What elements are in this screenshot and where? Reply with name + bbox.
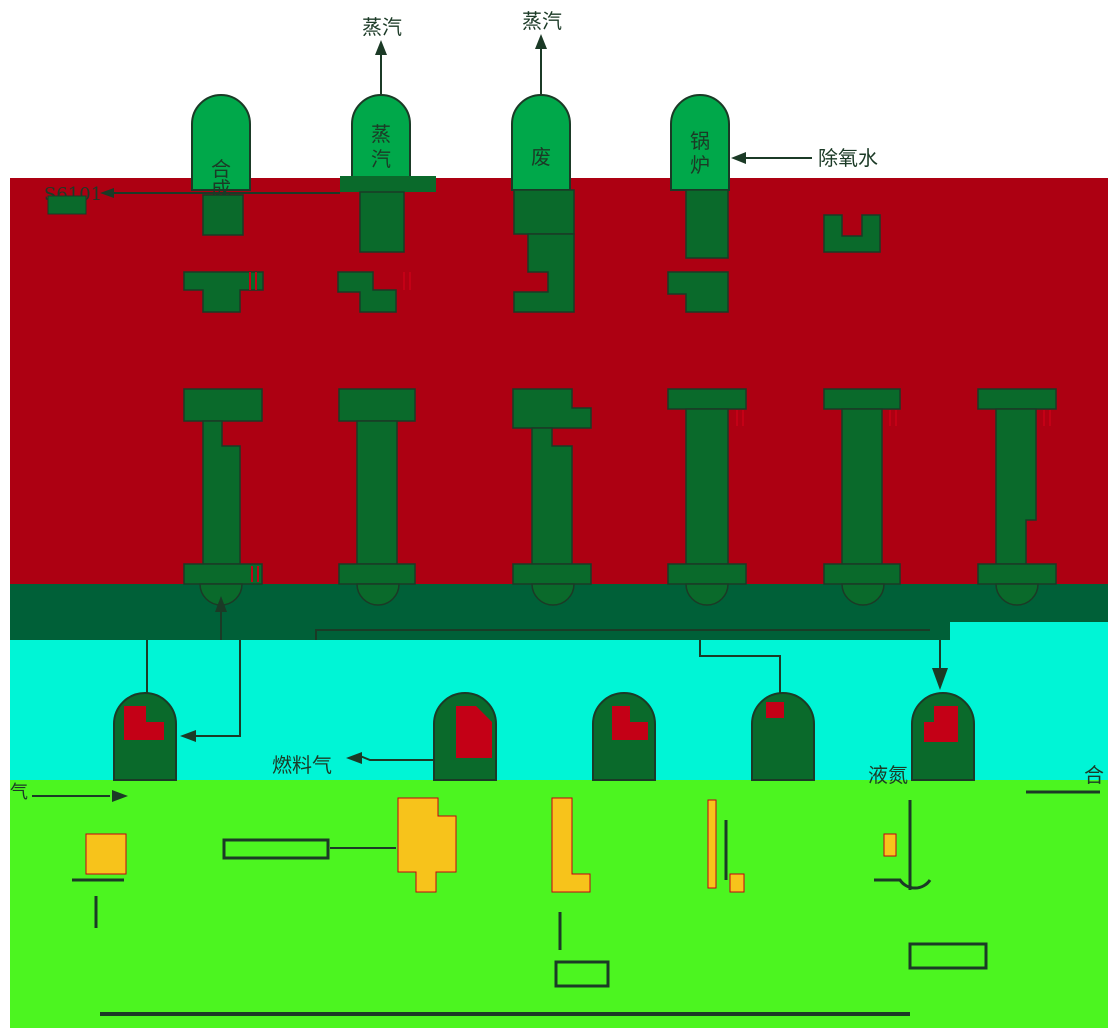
synthesis-right-label: 合 xyxy=(1084,763,1104,787)
upper-equip-5 xyxy=(823,214,881,253)
column-4 xyxy=(667,388,747,606)
vessel-label-1a: 合 xyxy=(211,157,231,181)
fuel-gas-label: 燃料气 xyxy=(272,753,332,777)
arrow-left-feed xyxy=(180,730,196,742)
flange-marks xyxy=(249,272,1051,582)
column-3 xyxy=(512,388,592,606)
steam-arrow-1 xyxy=(375,40,387,55)
steam-arrow-2 xyxy=(535,34,547,49)
column-1 xyxy=(183,388,263,606)
s6101-arrow xyxy=(100,188,114,198)
vessel-boiler xyxy=(670,94,730,191)
column-2 xyxy=(338,388,416,606)
deoxy-water-label: 除氧水 xyxy=(818,146,878,170)
liquid-nitrogen-label: 液氮 xyxy=(868,763,908,787)
vessel-synthesis xyxy=(191,94,251,191)
cyan-notch-right xyxy=(950,622,1108,642)
equipment-outlines-lime xyxy=(72,790,1100,988)
lower-vessel-2 xyxy=(433,692,497,781)
vessel-label-3a: 废 xyxy=(531,145,551,169)
lower-vessel-5 xyxy=(911,692,975,781)
vessel-steam-drum xyxy=(351,94,411,191)
s6101-block xyxy=(47,195,87,215)
gas-in-arrow xyxy=(112,790,128,802)
arrow-up-col1 xyxy=(215,596,227,612)
lower-vessel-4 xyxy=(751,692,815,781)
vessel-label-2b: 汽 xyxy=(371,147,391,171)
lower-vessel-3 xyxy=(592,692,656,781)
vessel-label-2a: 蒸 xyxy=(371,122,391,146)
vessel-label-4b: 炉 xyxy=(690,153,710,177)
column-5 xyxy=(823,388,901,606)
column-6 xyxy=(977,388,1057,606)
steam-label-2: 蒸汽 xyxy=(522,9,562,33)
vessel-waste-heat xyxy=(511,94,571,191)
upper-equip-1 xyxy=(183,194,264,313)
steam-label-1: 蒸汽 xyxy=(362,15,402,39)
arrow-down-right xyxy=(932,668,948,690)
glitch-strip xyxy=(340,176,436,192)
upper-equip-4 xyxy=(667,189,729,313)
upper-equip-2 xyxy=(337,191,405,313)
deoxy-water-arrow xyxy=(731,152,746,164)
upper-equip-3 xyxy=(513,189,575,313)
pipes-lower xyxy=(100,606,941,1016)
lower-vessel-1 xyxy=(113,692,177,781)
arrow-fuel-gas xyxy=(346,752,362,764)
vessel-label-4a: 锅 xyxy=(690,129,710,153)
yellow-blocks xyxy=(85,797,897,893)
gas-in-label: 气 xyxy=(10,782,28,803)
